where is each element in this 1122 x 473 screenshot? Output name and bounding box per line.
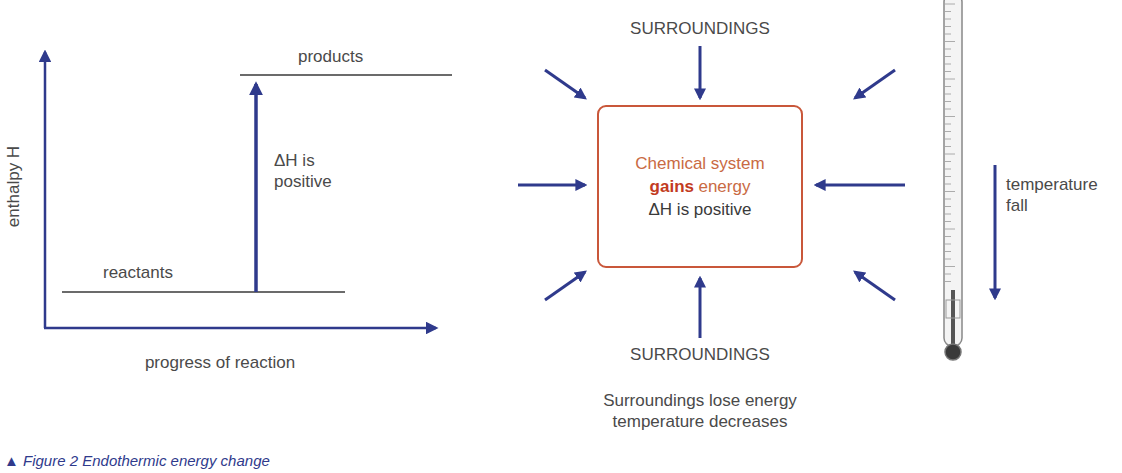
reactants-level: [62, 291, 345, 293]
thermometer-tick: [945, 221, 951, 222]
thermometer-tick: [945, 184, 951, 185]
thermometer-tick: [945, 131, 951, 132]
thermometer-tick: [945, 236, 951, 237]
axis-label: progress of reaction: [120, 352, 320, 373]
thermometer-tick: [945, 94, 951, 95]
region-label: SURROUNDINGS: [600, 344, 800, 365]
thermometer-tick: [945, 146, 951, 147]
thermometer-tick: [945, 229, 955, 230]
box-text: ΔH is positive: [649, 198, 752, 221]
thermometer-tick: [945, 191, 955, 192]
thermometer-tick: [945, 251, 951, 252]
thermometer-tick: [945, 41, 955, 42]
axis-label: enthalpy H: [3, 132, 24, 242]
thermometer-tick: [945, 169, 951, 170]
enthalpy-arrow: [254, 84, 258, 292]
axes: [44, 52, 436, 328]
text-line: gains energy: [650, 175, 751, 198]
emphasis-text: gains: [650, 177, 694, 196]
thermometer-tick: [945, 49, 951, 50]
level-label: products: [298, 46, 398, 67]
thermometer-tick: [945, 56, 951, 57]
thermometer-tick: [945, 124, 951, 125]
products-level: [240, 74, 452, 76]
thermometer-tick: [945, 116, 955, 117]
thermometer-tick: [945, 244, 951, 245]
thermometer-tick: [945, 86, 951, 87]
thermometer-tick: [945, 281, 951, 282]
thermometer: [944, 0, 962, 360]
region-label: SURROUNDINGS: [600, 18, 800, 39]
enthalpy-change-label: ΔH is positive: [274, 150, 354, 192]
box-text: Chemical system: [635, 152, 764, 175]
thermometer-tick: [945, 176, 951, 177]
temperature-label: temperature fall: [1006, 174, 1106, 216]
thermometer-tick: [945, 34, 951, 35]
thermometer-tick: [945, 4, 955, 5]
thermometer-tick: [945, 274, 951, 275]
thermometer-tick: [945, 19, 951, 20]
thermometer-tick: [945, 101, 951, 102]
note-text: Surroundings lose energy temperature dec…: [570, 390, 830, 432]
energy-arrows: [518, 46, 995, 338]
system-box: Chemical systemgains energyΔH is positiv…: [597, 105, 803, 268]
box-text: energy: [698, 177, 750, 196]
thermometer-tick: [945, 71, 951, 72]
thermometer-tick: [945, 11, 951, 12]
thermometer-tick: [945, 109, 951, 110]
figure-caption: ▲ Figure 2 Endothermic energy change: [4, 450, 504, 471]
thermometer-tick: [945, 79, 955, 80]
thermometer-tick: [945, 154, 955, 155]
thermometer-tick: [945, 161, 951, 162]
thermometer-tick: [945, 259, 951, 260]
level-label: reactants: [103, 262, 203, 283]
thermometer-tick: [945, 214, 951, 215]
thermometer-tick: [945, 206, 951, 207]
thermometer-tick: [945, 64, 951, 65]
thermometer-tick: [945, 266, 955, 267]
thermometer-tick: [945, 26, 951, 27]
thermometer-tick: [945, 139, 951, 140]
thermometer-tick: [945, 199, 951, 200]
